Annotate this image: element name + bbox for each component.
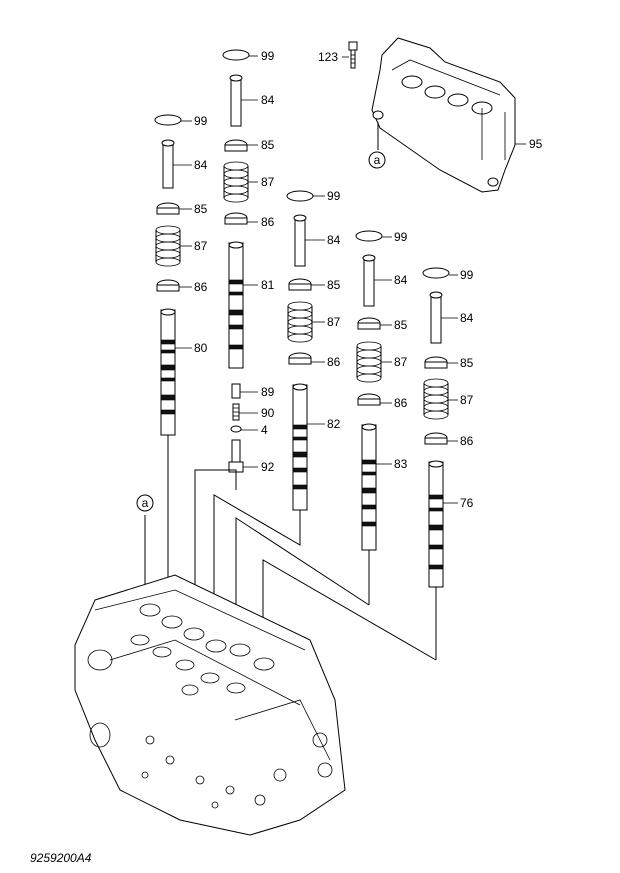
callout-87: 87 bbox=[327, 315, 341, 329]
callout-81: 81 bbox=[261, 278, 275, 292]
spool-assembly-81 bbox=[222, 49, 250, 490]
callout-86: 86 bbox=[460, 434, 474, 448]
callout-84: 84 bbox=[194, 158, 208, 172]
callout-85: 85 bbox=[327, 278, 341, 292]
callout-99: 99 bbox=[327, 189, 341, 203]
ref-a-label: a bbox=[374, 153, 381, 167]
callout-80: 80 bbox=[194, 341, 208, 355]
callout-84: 84 bbox=[394, 273, 408, 287]
callout-83: 83 bbox=[394, 457, 408, 471]
control-valve-body bbox=[74, 574, 346, 836]
callout-4: 4 bbox=[261, 423, 268, 437]
callout-123: 123 bbox=[318, 50, 338, 64]
callout-92: 92 bbox=[261, 460, 275, 474]
callout-87: 87 bbox=[460, 393, 474, 407]
callout-87: 87 bbox=[194, 239, 208, 253]
callout-85: 85 bbox=[460, 356, 474, 370]
callout-87: 87 bbox=[394, 355, 408, 369]
callout-89: 89 bbox=[261, 385, 275, 399]
callout-84: 84 bbox=[327, 233, 341, 247]
callout-99: 99 bbox=[460, 268, 474, 282]
spool-assembly-80 bbox=[154, 114, 182, 600]
callout-99: 99 bbox=[394, 230, 408, 244]
drawing-code: 9259200A4 bbox=[30, 851, 92, 865]
callout-86: 86 bbox=[261, 215, 275, 229]
callout-90: 90 bbox=[261, 406, 275, 420]
bolt-123 bbox=[348, 41, 358, 69]
reference-mark-a-cover: a bbox=[368, 151, 386, 169]
spool-assembly-82 bbox=[286, 190, 314, 511]
callout-85: 85 bbox=[261, 138, 275, 152]
callout-86: 86 bbox=[194, 280, 208, 294]
callout-99: 99 bbox=[261, 49, 275, 63]
callout-87: 87 bbox=[261, 175, 275, 189]
callout-76: 76 bbox=[460, 496, 474, 510]
spool-assembly-76 bbox=[422, 267, 450, 660]
callout-99: 99 bbox=[194, 114, 208, 128]
callout-85: 85 bbox=[194, 202, 208, 216]
cover-95 bbox=[371, 37, 516, 193]
callout-labels: 99 84 85 87 86 81 89 90 4 92 99 84 85 87… bbox=[194, 49, 543, 510]
callout-82: 82 bbox=[327, 417, 341, 431]
ref-a-label: a bbox=[142, 496, 149, 510]
callout-86: 86 bbox=[327, 355, 341, 369]
callout-84: 84 bbox=[261, 93, 275, 107]
callout-86: 86 bbox=[394, 396, 408, 410]
callout-85: 85 bbox=[394, 318, 408, 332]
callout-95: 95 bbox=[529, 137, 543, 151]
reference-mark-a-body: a bbox=[136, 494, 154, 512]
spool-assembly-83 bbox=[355, 230, 383, 605]
callout-84: 84 bbox=[460, 311, 474, 325]
callout-leaders bbox=[173, 55, 526, 504]
